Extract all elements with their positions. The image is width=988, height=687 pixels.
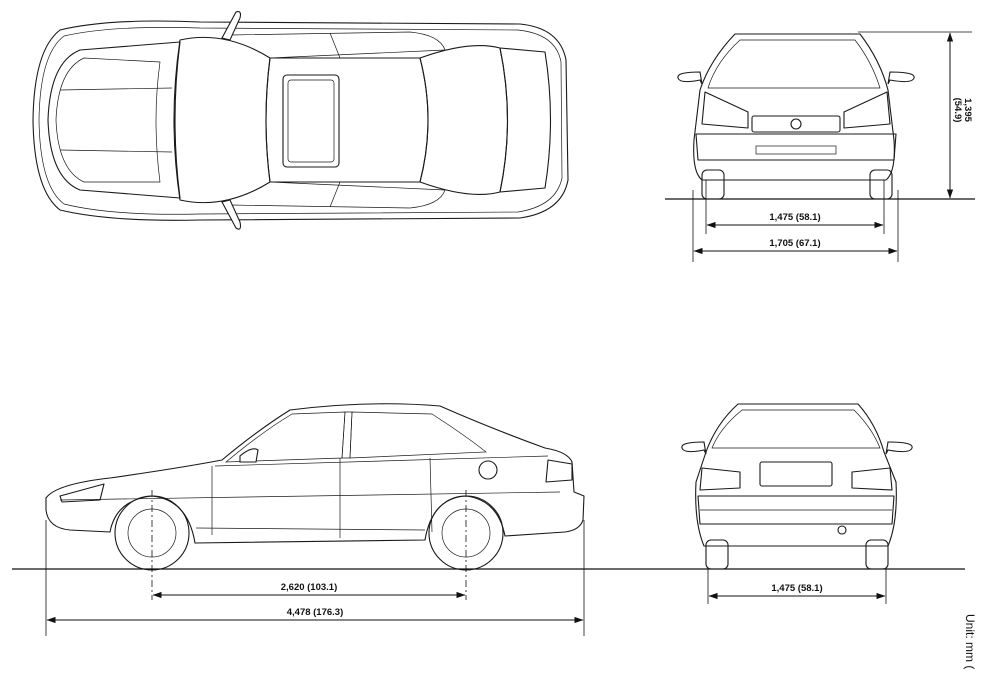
rear-tread-label: 1,475 (58.1) xyxy=(771,583,822,594)
overall-height-inch-label: (54.9) xyxy=(952,98,963,123)
dimension-labels: 1,395 (54.9) 1,475 (58.1) 1,705 (67.1) 2… xyxy=(281,98,977,670)
unit-label: Unit: mm ( xyxy=(963,614,977,669)
overall-length-label: 4,478 (176.3) xyxy=(287,607,344,618)
top-view xyxy=(32,11,569,230)
front-tread-label: 1,475 (58.1) xyxy=(769,212,820,223)
rear-view xyxy=(681,403,913,570)
front-view xyxy=(665,33,975,200)
overall-width-label: 1,705 (67.1) xyxy=(769,238,820,249)
side-view xyxy=(12,403,965,600)
dimension-lines xyxy=(45,31,972,636)
overall-height-label: 1,395 xyxy=(962,98,973,122)
wheelbase-label: 2,620 (103.1) xyxy=(281,582,338,593)
